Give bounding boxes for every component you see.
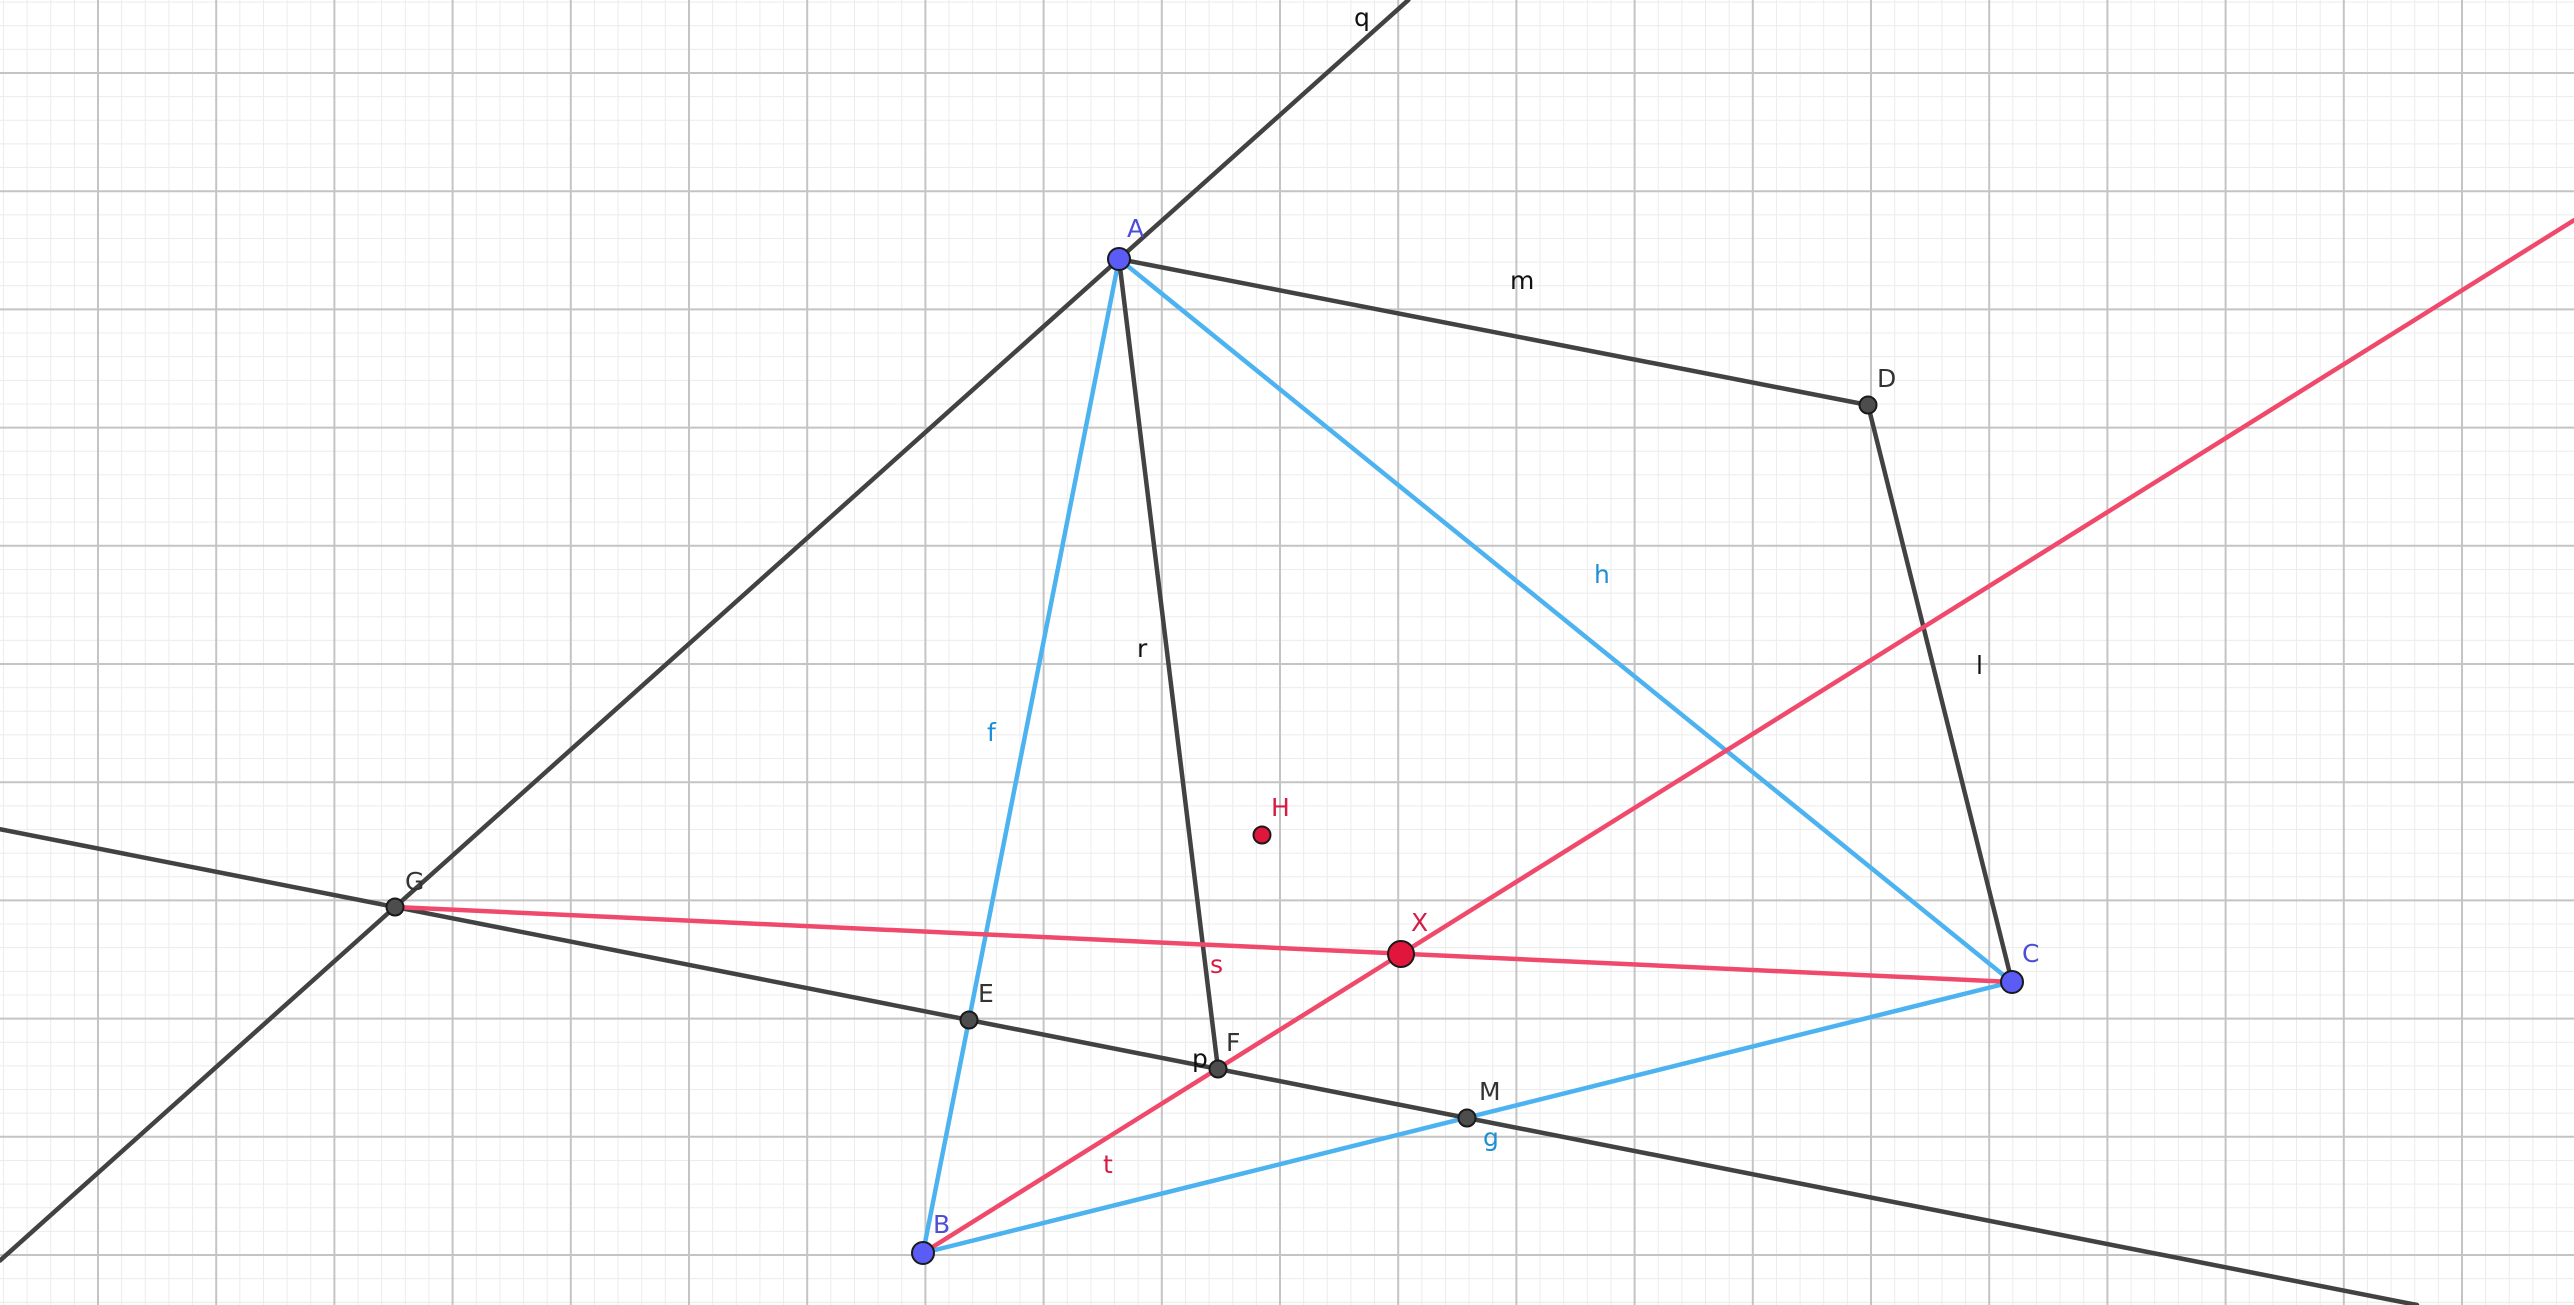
point-E[interactable] — [959, 1010, 979, 1030]
segment-s[interactable] — [392, 904, 2015, 985]
segment-r[interactable] — [1116, 256, 1221, 1072]
point-label-D: D — [1877, 364, 1896, 393]
segment-h[interactable] — [1116, 256, 2015, 985]
object-label-t: t — [1103, 1150, 1113, 1179]
object-label-m: m — [1510, 266, 1534, 295]
object-label-l: l — [1976, 651, 1983, 680]
point-label-H: H — [1271, 793, 1290, 822]
point-label-B: B — [933, 1210, 950, 1239]
point-label-G: G — [405, 867, 424, 896]
object-label-f: f — [987, 718, 997, 747]
point-X[interactable] — [1387, 940, 1415, 968]
point-H[interactable] — [1252, 825, 1272, 845]
point-M[interactable] — [1457, 1108, 1477, 1128]
ray-t[interactable] — [920, 218, 2574, 1256]
point-label-X: X — [1411, 908, 1428, 937]
segment-m[interactable] — [1116, 256, 1871, 408]
point-labels: A B C D E F G M H X — [405, 214, 2039, 1239]
point-C[interactable] — [2000, 970, 2024, 994]
object-label-q: q — [1354, 3, 1370, 32]
object-label-g: g — [1483, 1123, 1499, 1152]
object-labels: f g h m l r p q s t — [987, 3, 1983, 1179]
line-q[interactable] — [0, 0, 1411, 1263]
point-label-E: E — [978, 979, 994, 1008]
point-G[interactable] — [385, 897, 405, 917]
point-label-A: A — [1127, 214, 1144, 243]
point-label-C: C — [2022, 939, 2039, 968]
point-F[interactable] — [1208, 1059, 1228, 1079]
segment-l[interactable] — [1865, 402, 2015, 985]
point-A[interactable] — [1107, 247, 1131, 271]
geometry-points — [385, 247, 2024, 1265]
object-label-h: h — [1594, 560, 1610, 589]
segment-f[interactable] — [920, 256, 1122, 1256]
object-label-p: p — [1192, 1044, 1208, 1073]
object-label-s: s — [1210, 950, 1223, 979]
point-label-F: F — [1226, 1028, 1240, 1057]
point-D[interactable] — [1858, 395, 1878, 415]
point-B[interactable] — [911, 1241, 935, 1265]
point-label-M: M — [1479, 1077, 1501, 1106]
object-label-r: r — [1137, 634, 1148, 663]
